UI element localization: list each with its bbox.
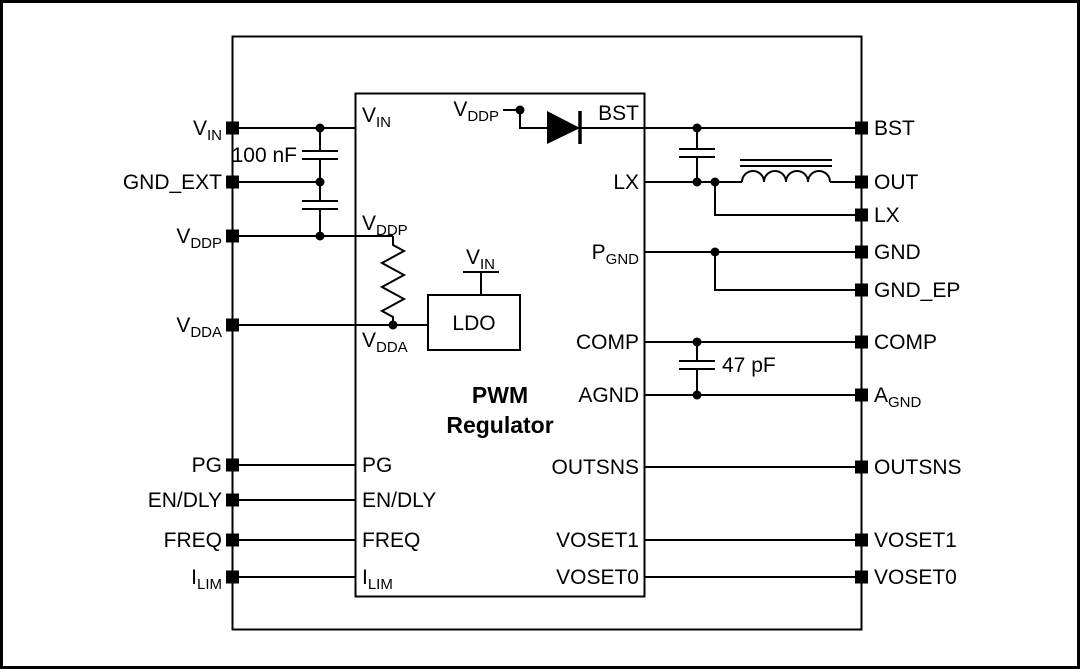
pin-label-ilim: ILIM: [191, 566, 222, 593]
pin-square-vin: [226, 121, 239, 135]
ldo-supply-rail: [463, 271, 499, 295]
pin-label-vdda: VDDA: [176, 314, 222, 341]
pin-label-voset1: VOSET1: [874, 529, 957, 552]
block-pin-label-bst: BST: [598, 102, 639, 125]
capacitor-vddp: [302, 182, 338, 236]
pin-square-comp: [855, 335, 868, 349]
pin-square-pg: [226, 458, 239, 472]
junction-agnd-cap: [692, 390, 702, 400]
pin-square-freq: [226, 533, 239, 547]
pin-label-vin: VIN: [193, 117, 222, 144]
block-pin-label-pg: PG: [362, 454, 392, 477]
pin-label-gnd-ext: GND_EXT: [123, 171, 222, 194]
junction-gndext-cap: [315, 177, 325, 187]
junction-lx-branch: [710, 177, 720, 187]
wire-vddp-diode: [503, 109, 547, 129]
pin-label-en-dly: EN/DLY: [148, 489, 222, 512]
block-pin-label-freq: FREQ: [362, 529, 420, 552]
pin-label-vddp: VDDP: [176, 225, 222, 252]
block-pin-label-agnd: AGND: [578, 384, 639, 407]
pin-square-en-dly: [226, 493, 239, 507]
junction-lx-cap: [692, 177, 702, 187]
pin-label-pg: PG: [192, 454, 222, 477]
pin-square-gnd-ep: [855, 283, 868, 297]
block-pin-label-ilim: ILIM: [362, 566, 393, 593]
capacitor-bst: [679, 128, 715, 182]
inductor-icon: [741, 170, 831, 183]
pin-label-agnd: AGND: [874, 384, 922, 411]
pin-square-bst: [855, 121, 868, 135]
pin-square-voset1: [855, 533, 868, 547]
pin-square-vdda: [226, 318, 239, 332]
block-pin-label-lx: LX: [613, 171, 639, 194]
junction-pgnd-branch: [710, 247, 720, 257]
pin-square-vddp: [226, 229, 239, 243]
pin-label-lx: LX: [874, 204, 900, 227]
pin-label-out: OUT: [874, 171, 919, 194]
junction-vddp-cap: [315, 231, 325, 241]
ldo-vin-supply-label: VIN: [466, 246, 495, 273]
ldo-label: LDO: [452, 312, 495, 335]
pin-label-bst: BST: [874, 117, 915, 140]
pin-square-gnd: [855, 245, 868, 259]
block-title-line2: Regulator: [446, 412, 553, 438]
junction-vin-cap: [315, 123, 325, 133]
capacitor-100nf-label: 100 nF: [232, 144, 297, 167]
junction-bst-cap: [692, 123, 702, 133]
junction-vdda-resistor: [388, 320, 398, 330]
block-pin-label-vdda: VDDA: [362, 329, 408, 356]
pin-square-outsns: [855, 460, 868, 474]
pin-square-out: [855, 175, 868, 189]
resistor-vddp-vdda: [379, 236, 407, 325]
pin-square-voset0: [855, 570, 868, 584]
pin-label-gnd: GND: [874, 241, 921, 264]
block-pin-label-vin: VIN: [362, 104, 391, 131]
block-title-line1: PWM: [472, 382, 528, 408]
ldo-block: [427, 294, 521, 351]
pin-square-agnd: [855, 388, 868, 402]
block-pin-label-en-dly: EN/DLY: [362, 489, 436, 512]
pin-label-outsns: OUTSNS: [874, 456, 962, 479]
wire-pgnd: [645, 251, 855, 291]
block-pin-label-vddp: VDDP: [362, 212, 408, 239]
junction-vddp-diode: [515, 105, 525, 115]
block-pin-label-voset1: VOSET1: [556, 529, 639, 552]
capacitor-47pf-label: 47 pF: [722, 354, 776, 377]
block-pin-label-outsns: OUTSNS: [551, 456, 639, 479]
diode-icon: [547, 111, 580, 144]
pin-square-lx: [855, 208, 868, 222]
junction-comp-cap: [692, 337, 702, 347]
vddp-supply-label: VDDP: [453, 98, 499, 125]
pin-square-ilim: [226, 570, 239, 584]
capacitor-100nf: [302, 128, 338, 182]
pin-label-voset0: VOSET0: [874, 566, 957, 589]
capacitor-47pf: [679, 342, 715, 395]
block-pin-label-voset0: VOSET0: [556, 566, 639, 589]
pin-square-gnd-ext: [226, 175, 239, 189]
pin-label-gnd-ep: GND_EP: [874, 279, 960, 302]
pin-label-comp: COMP: [874, 331, 937, 354]
pin-label-freq: FREQ: [164, 529, 222, 552]
inductor-core-lines: [740, 159, 832, 167]
block-pin-label-pgnd: PGND: [592, 241, 640, 268]
block-pin-label-comp: COMP: [576, 331, 639, 354]
